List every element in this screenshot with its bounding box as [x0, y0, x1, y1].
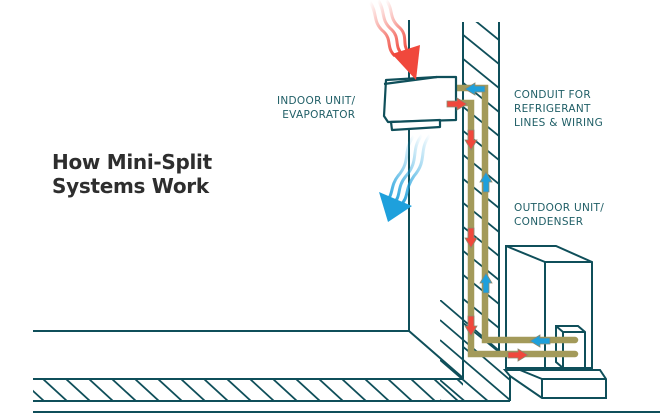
- outdoor-unit-pad: [502, 369, 607, 399]
- hatch-line: [440, 379, 465, 400]
- conduit-line-outer: [441, 84, 579, 344]
- label-indoor-unit: INDOOR UNIT/ EVAPORATOR: [277, 94, 355, 122]
- hatch-line: [295, 379, 321, 401]
- hatch-line: [440, 339, 510, 400]
- hatch-line: [462, 249, 499, 281]
- hatch-line: [65, 379, 91, 401]
- hatch-line: [341, 379, 367, 401]
- hatch-line: [272, 379, 298, 401]
- hatch-line: [203, 379, 229, 401]
- cold-flow-arrow-left-icon: [464, 82, 486, 96]
- hatch-line: [318, 379, 344, 401]
- hatch-line: [462, 57, 499, 89]
- page-title-line-1: How Mini-Split: [52, 150, 212, 174]
- floor-slab: [33, 378, 660, 413]
- hatch-line: [157, 379, 183, 401]
- cool-air-outflow: [379, 134, 432, 222]
- hatch-line: [462, 201, 499, 233]
- warm-air-arrow-head: [392, 45, 420, 80]
- hatch-line: [475, 22, 499, 41]
- room-outline: [33, 20, 464, 379]
- hatch-line: [180, 379, 206, 401]
- hot-flow-arrow-right-icon: [446, 97, 468, 111]
- room-floor-perspective-line: [408, 330, 464, 379]
- label-outdoor-unit: OUTDOOR UNIT/ CONDENSER: [514, 201, 604, 229]
- cold-flow-arrow-up-icon: [479, 272, 493, 294]
- hot-flow-arrow-down-icon: [464, 129, 478, 151]
- hatch-line: [88, 379, 114, 401]
- hot-flow-arrow-down-icon: [464, 227, 478, 249]
- hatch-line: [433, 379, 459, 401]
- label-conduit-line-3: LINES & WIRING: [514, 117, 604, 129]
- hatch-line: [440, 319, 510, 381]
- hatch-line: [410, 379, 436, 401]
- hatch-line: [462, 273, 499, 305]
- hot-flow-arrow-down-icon: [464, 315, 478, 337]
- label-conduit-line-1: CONDUIT FOR: [514, 89, 591, 101]
- indoor-unit: [382, 75, 458, 132]
- hatch-line: [364, 379, 390, 401]
- warm-air-inflow: [368, 0, 420, 80]
- cool-air-arrow-head: [379, 192, 412, 222]
- hatch-line: [387, 379, 413, 401]
- hatch-line: [462, 33, 499, 65]
- refrigerant-flow-arrows: [446, 82, 551, 362]
- hatch-line: [462, 105, 499, 137]
- label-indoor-unit-line-2: EVAPORATOR: [282, 109, 356, 121]
- hatch-line: [134, 379, 160, 401]
- hatch-line: [111, 379, 137, 401]
- hatch-line: [456, 379, 463, 386]
- label-indoor-unit-line-1: INDOOR UNIT/: [277, 95, 356, 107]
- hatch-line: [226, 379, 252, 401]
- hatch-line: [42, 379, 68, 401]
- hatch-line: [462, 345, 471, 352]
- cold-flow-arrow-up-icon: [479, 171, 493, 193]
- hatch-line: [249, 379, 275, 401]
- hatch-line: [440, 359, 489, 400]
- hatch-line: [462, 177, 499, 209]
- label-conduit: CONDUIT FOR REFRIGERANT LINES & WIRING: [514, 88, 603, 130]
- hatch-line: [462, 153, 499, 185]
- label-outdoor-unit-line-1: OUTDOOR UNIT/: [514, 202, 605, 214]
- hatch-line: [33, 389, 45, 401]
- label-conduit-line-2: REFRIGERANT: [514, 103, 591, 115]
- hot-flow-arrow-right-icon: [507, 348, 529, 362]
- indoor-unit-vent: [389, 118, 442, 132]
- label-outdoor-unit-line-2: CONDENSER: [514, 216, 584, 228]
- cold-flow-arrow-left-icon: [529, 334, 551, 348]
- page-title: How Mini-Split Systems Work: [52, 150, 212, 198]
- page-title-line-2: Systems Work: [52, 174, 209, 198]
